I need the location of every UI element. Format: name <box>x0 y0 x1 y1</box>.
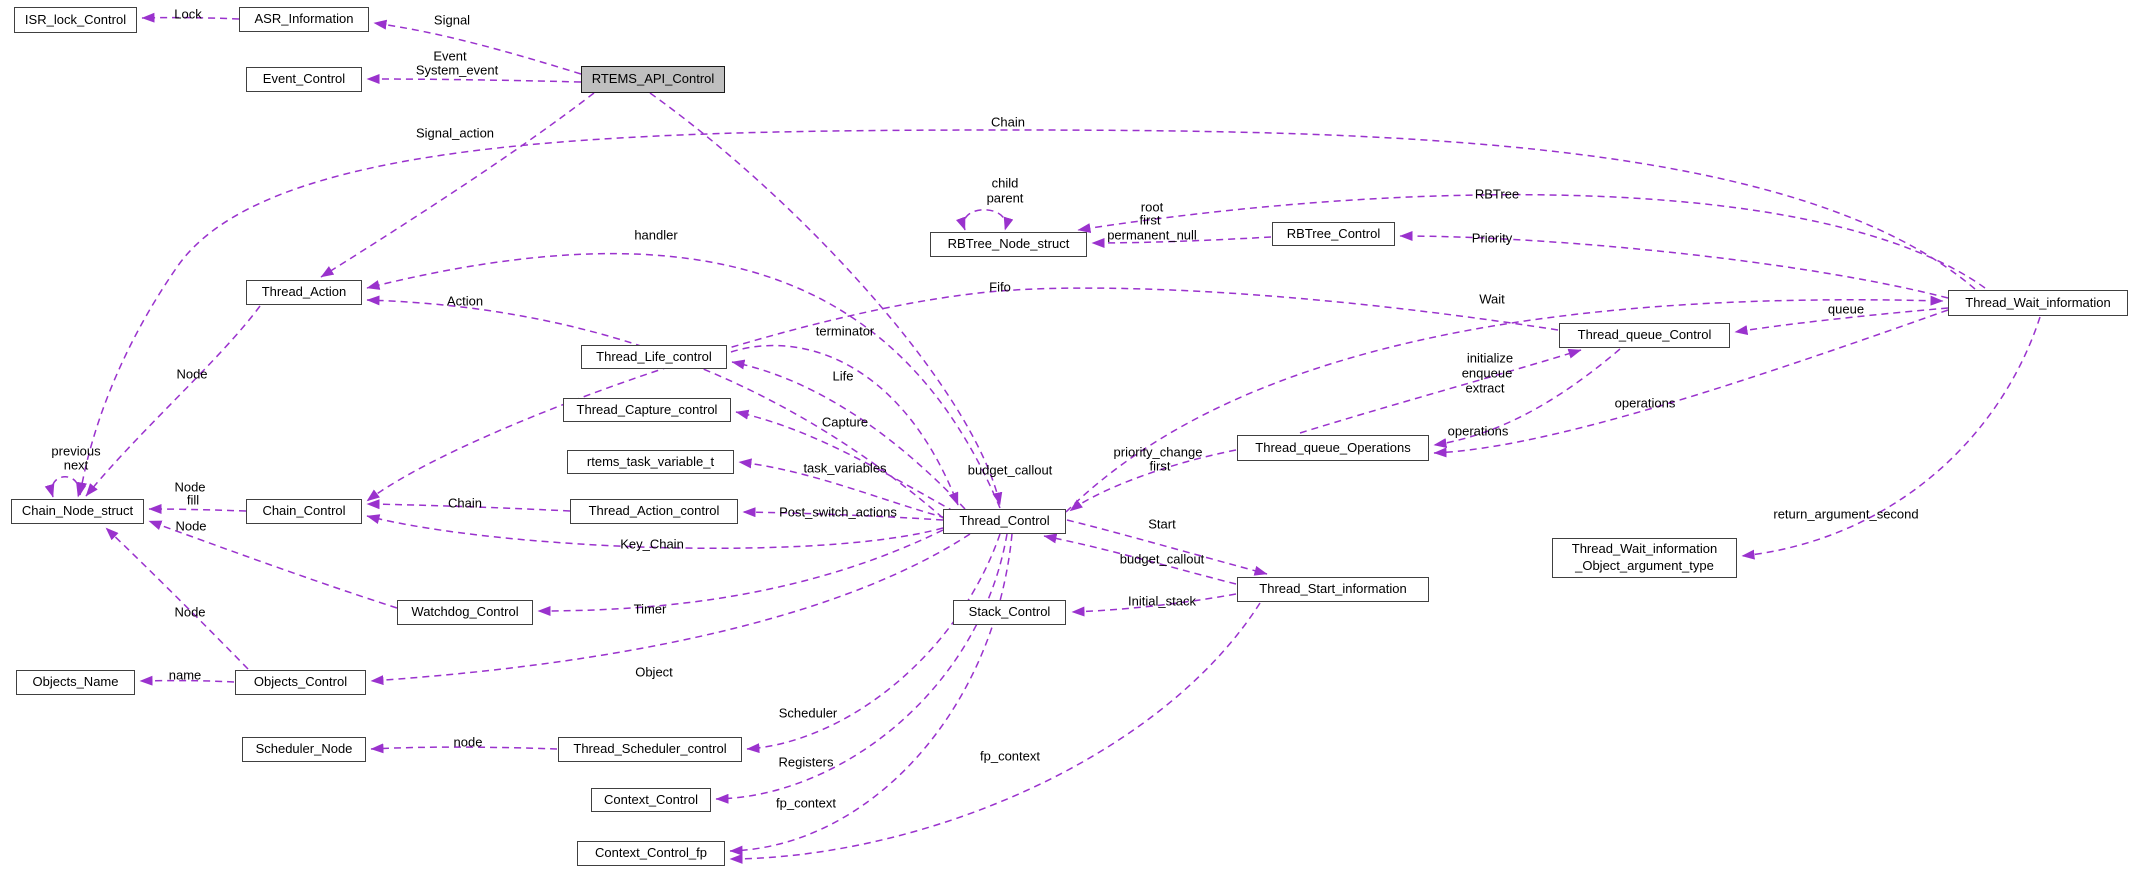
node-rtems-api-control[interactable]: RTEMS_API_Control <box>581 66 725 93</box>
node-thread-wait-information[interactable]: Thread_Wait_information <box>1948 290 2128 316</box>
node-chain-node-struct[interactable]: Chain_Node_struct <box>11 499 144 524</box>
node-scheduler-node[interactable]: Scheduler_Node <box>242 737 366 762</box>
edge-timer <box>537 529 944 616</box>
edge-root-first-permanent-null <box>1091 236 1272 248</box>
node-thread-action[interactable]: Thread_Action <box>246 280 362 305</box>
node-objects-control[interactable]: Objects_Control <box>235 670 366 695</box>
edge-budget-callout-lower <box>1043 533 1237 585</box>
edge-wait <box>1065 295 1944 513</box>
edge-previous-next <box>44 476 86 498</box>
edge-initialize-enqueue-extract <box>1299 348 1582 434</box>
edge-queue <box>1734 307 1949 336</box>
edge-operations-tqc <box>1433 348 1621 449</box>
edge-chain-mid <box>366 499 571 512</box>
edge-registers <box>715 533 1008 804</box>
edge-task-variables <box>738 458 947 519</box>
edge-child-parent <box>955 209 1014 231</box>
node-thread-queue-control[interactable]: Thread_queue_Control <box>1559 323 1730 348</box>
edge-key-chain <box>366 514 944 550</box>
edge-lock <box>141 12 240 23</box>
edge-action <box>366 295 944 519</box>
edge-return-argument-second <box>1741 316 2041 560</box>
edge-fifo <box>366 287 1559 502</box>
node-thread-action-control[interactable]: Thread_Action_control <box>570 499 738 524</box>
edge-fp-context-tsi <box>729 602 1261 864</box>
edge-signal <box>373 19 582 75</box>
edge-operations-twi <box>1433 309 1949 458</box>
edge-terminator <box>730 344 959 506</box>
edge-node-watchdog <box>148 520 398 609</box>
node-objects-name[interactable]: Objects_Name <box>16 670 135 695</box>
edge-priority <box>1399 231 1949 299</box>
node-rtems-task-variable-t[interactable]: rtems_task_variable_t <box>567 450 734 474</box>
node-thread-life-control[interactable]: Thread_Life_control <box>581 345 727 369</box>
node-thread-capture-control[interactable]: Thread_Capture_control <box>563 398 731 422</box>
node-stack-control[interactable]: Stack_Control <box>953 600 1066 625</box>
edge-signal-action <box>320 92 595 278</box>
node-thread-start-information[interactable]: Thread_Start_information <box>1237 577 1429 602</box>
node-event-control[interactable]: Event_Control <box>246 67 362 92</box>
node-watchdog-control[interactable]: Watchdog_Control <box>397 600 533 625</box>
edge-rbtree <box>1077 193 1986 289</box>
edge-start <box>1066 519 1268 576</box>
node-thread-scheduler-control[interactable]: Thread_Scheduler_control <box>558 737 742 762</box>
edge-life <box>731 359 966 510</box>
edge-event <box>366 74 582 85</box>
edge-node-sched <box>370 743 558 754</box>
node-context-control-fp[interactable]: Context_Control_fp <box>577 841 725 866</box>
edge-node-fill <box>148 504 247 515</box>
node-isr-lock-control[interactable]: ISR_lock_Control <box>14 7 137 33</box>
node-rbtree-node-struct[interactable]: RBTree_Node_struct <box>930 232 1087 257</box>
edge-scheduler <box>746 533 1001 754</box>
edge-initial-stack <box>1071 593 1237 617</box>
node-chain-control[interactable]: Chain_Control <box>246 499 362 524</box>
edge-capture <box>735 409 956 513</box>
edge-chain-top <box>77 129 1976 496</box>
node-thread-queue-operations[interactable]: Thread_queue_Operations <box>1237 435 1429 461</box>
edge-node-objects <box>105 527 249 670</box>
node-rbtree-control[interactable]: RBTree_Control <box>1272 222 1395 246</box>
edge-fp-context-tc <box>729 533 1013 856</box>
node-asr-information[interactable]: ASR_Information <box>239 7 369 32</box>
edge-object <box>370 533 971 686</box>
edge-name <box>139 675 235 686</box>
node-context-control[interactable]: Context_Control <box>591 788 711 812</box>
edge-budget-callout-upper <box>649 92 1003 506</box>
node-twi-object-argument-type[interactable]: Thread_Wait_information _Object_argument… <box>1552 538 1737 578</box>
edge-post-switch-actions <box>742 507 944 521</box>
node-thread-control[interactable]: Thread_Control <box>943 509 1066 534</box>
edge-node-thread-action <box>85 305 261 497</box>
edge-priority-change-first <box>1069 449 1237 512</box>
